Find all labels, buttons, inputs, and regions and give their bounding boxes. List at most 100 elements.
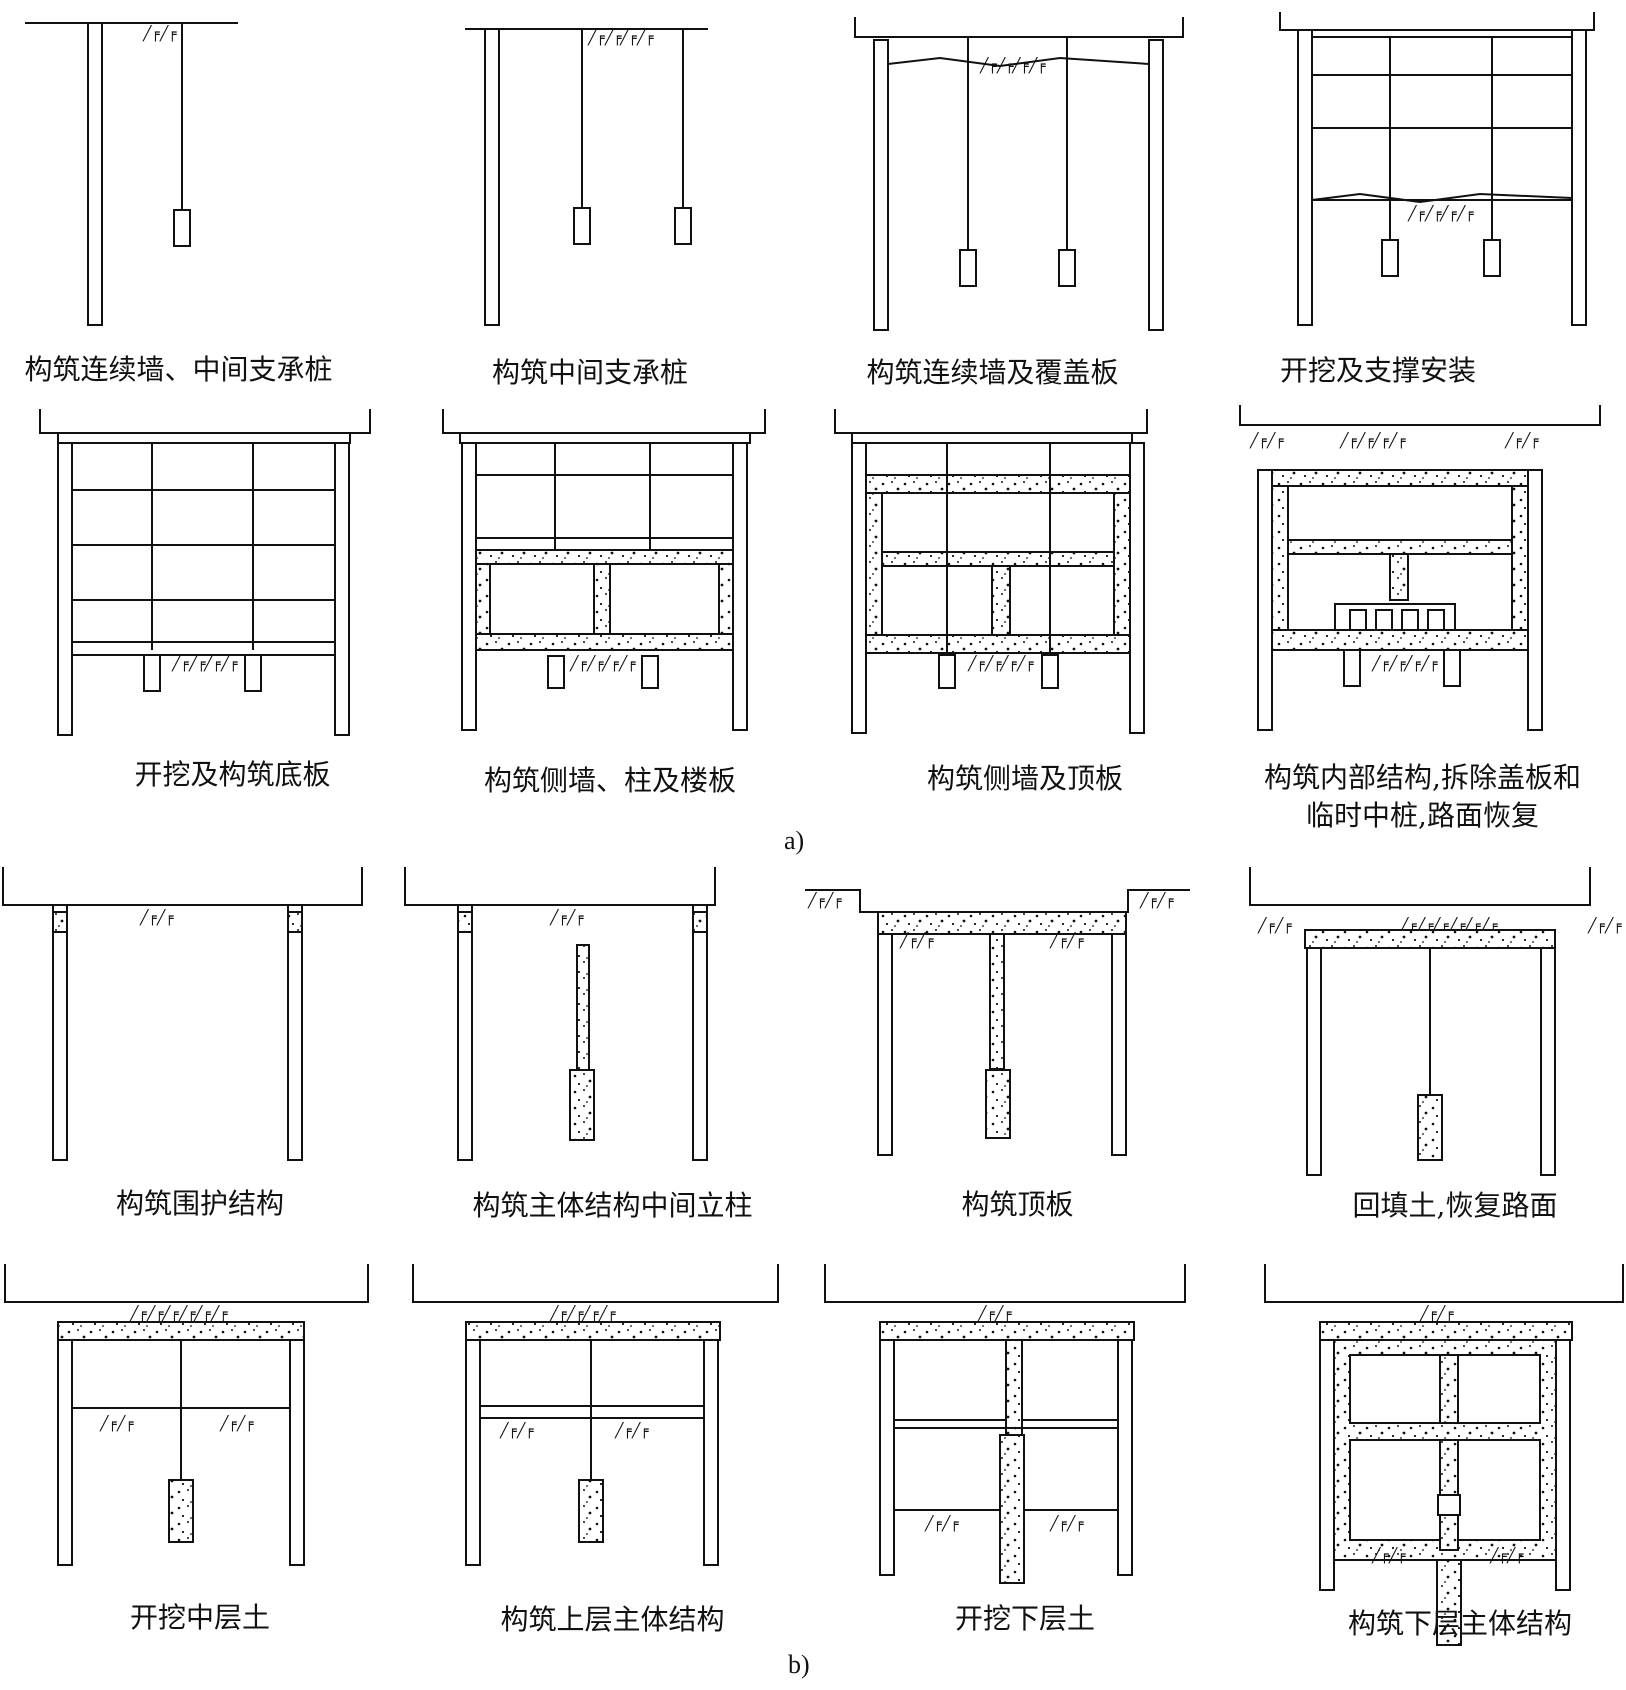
internal-structure-cell (1401, 609, 1419, 631)
part-b-label: b) (788, 1650, 810, 1679)
excavation-line (887, 56, 1150, 68)
diaphragm-wall (851, 442, 867, 734)
roof-slab (57, 1321, 305, 1341)
roof-slab (879, 1321, 1135, 1341)
column-concrete (576, 944, 590, 1071)
caption-b5: 开挖中层土 (129, 1601, 270, 1634)
pile-concrete (1436, 1559, 1462, 1646)
soil-hatch: ╱╒╱╒ (499, 1422, 534, 1439)
diaphragm-wall (877, 933, 893, 1156)
soil-hatch: ╱╒╱╒ (1504, 432, 1539, 449)
diaphragm-wall (457, 904, 473, 1161)
base-slab (475, 633, 734, 651)
diaphragm-wall (692, 904, 708, 1161)
deck-outline (1279, 12, 1595, 31)
pile-concrete (985, 1069, 1011, 1139)
soil-hatch: ╱╒╱╒ (161, 1305, 196, 1322)
caption-a3: 构筑连续墙及覆盖板 (866, 356, 1119, 389)
side-wall-concrete (865, 492, 883, 636)
soil-hatch: ╱╒╱╒ (1371, 432, 1406, 449)
deck-outline (834, 409, 1148, 434)
side-wall-concrete (1113, 492, 1131, 636)
diaphragm-wall (1571, 29, 1587, 326)
caption-b7: 开挖下层土 (954, 1602, 1095, 1635)
soil-hatch: ╱╒╱╒ (203, 655, 238, 672)
soil-hatch: ╱╒╱╒ (899, 932, 934, 949)
soil-hatch: ╱╒╱╒ (1049, 932, 1084, 949)
excavation-line (1311, 192, 1573, 204)
deck-outline (1239, 405, 1601, 426)
soil-hatch: ╱╒╱╒ (807, 892, 842, 909)
soil-hatch: ╱╒╱╒ (601, 655, 636, 672)
ground-line (805, 889, 1190, 913)
column-joint (1437, 1494, 1461, 1516)
diaphragm-wall (1319, 1339, 1335, 1591)
pile-tip (1058, 249, 1076, 287)
pile-concrete (569, 1069, 595, 1141)
pile-tip (959, 249, 977, 287)
diaphragm-wall (289, 1339, 305, 1566)
soil-hatch: ╱╒╱╒ (977, 1305, 1012, 1322)
wall-cap (52, 911, 68, 933)
diaphragm-wall (879, 1339, 895, 1576)
soil-hatch: ╱╒╱╒ (1403, 655, 1438, 672)
diaphragm-wall (1555, 1339, 1571, 1591)
caption-a2: 构筑中间支承桩 (491, 356, 688, 389)
wall-cap (287, 911, 303, 933)
deck-outline (442, 409, 766, 434)
diaphragm-wall (1148, 39, 1164, 331)
pile-stub (641, 655, 659, 689)
deck-slab (459, 432, 751, 444)
caption-a7: 构筑侧墙及顶板 (926, 762, 1123, 795)
pile-concrete (999, 1434, 1025, 1584)
diaphragm-wall (1111, 933, 1127, 1156)
deck-outline (854, 17, 1184, 38)
diaphragm-wall (287, 904, 303, 1161)
soil-hatch: ╱╒╱╒ (1049, 1515, 1084, 1532)
internal-structure-cell (1349, 609, 1367, 631)
column-concrete (1439, 1354, 1459, 1424)
pile-concrete (168, 1479, 194, 1543)
pile-stub (1041, 654, 1059, 689)
diaphragm-wall (1257, 469, 1273, 731)
diaphragm-wall (484, 28, 500, 326)
pile-tip (1381, 239, 1399, 277)
side-wall-concrete (475, 563, 491, 635)
pile-stub (938, 654, 956, 689)
ground-line (412, 1264, 779, 1303)
roof-slab (1319, 1321, 1573, 1341)
soil-hatch: ╱╒╱╒ (99, 1415, 134, 1432)
column-concrete (1005, 1339, 1023, 1436)
diaphragm-wall (1129, 442, 1145, 734)
part-a-label: a) (784, 826, 805, 855)
soil-hatch: ╱╒╱╒ (142, 25, 177, 42)
caption-b6: 构筑上层主体结构 (500, 1603, 725, 1636)
deck-slab (57, 432, 351, 444)
middle-slab (475, 549, 734, 565)
ground-line (4, 1264, 369, 1303)
internal-structure-cell (1427, 609, 1445, 631)
soil-hatch: ╱╒╱╒ (1257, 917, 1292, 934)
pile-stub (143, 654, 161, 692)
diaphragm-wall (703, 1339, 719, 1566)
caption-a1: 构筑连续墙、中间支承桩 (24, 353, 333, 386)
soil-hatch: ╱╒╱╒ (129, 1305, 164, 1322)
side-wall-concrete (718, 563, 734, 635)
diaphragm-wall (1527, 469, 1543, 731)
side-wall-concrete (1511, 485, 1529, 631)
ground-line (1264, 1264, 1624, 1303)
soil-hatch: ╱╒╱╒ (549, 1305, 584, 1322)
diaphragm-wall (57, 1339, 73, 1566)
diaphragm-wall (57, 442, 73, 736)
column-concrete (989, 933, 1005, 1070)
ground-line (2, 867, 363, 906)
diaphragm-wall (873, 39, 889, 331)
diaphragm-wall (461, 442, 477, 731)
ground-line (1249, 867, 1591, 906)
caption-b4: 回填土,恢复路面 (1352, 1189, 1558, 1222)
void (881, 492, 1115, 553)
deck-slab (851, 432, 1133, 444)
void (1287, 485, 1513, 541)
diaphragm-wall (1540, 947, 1556, 1176)
